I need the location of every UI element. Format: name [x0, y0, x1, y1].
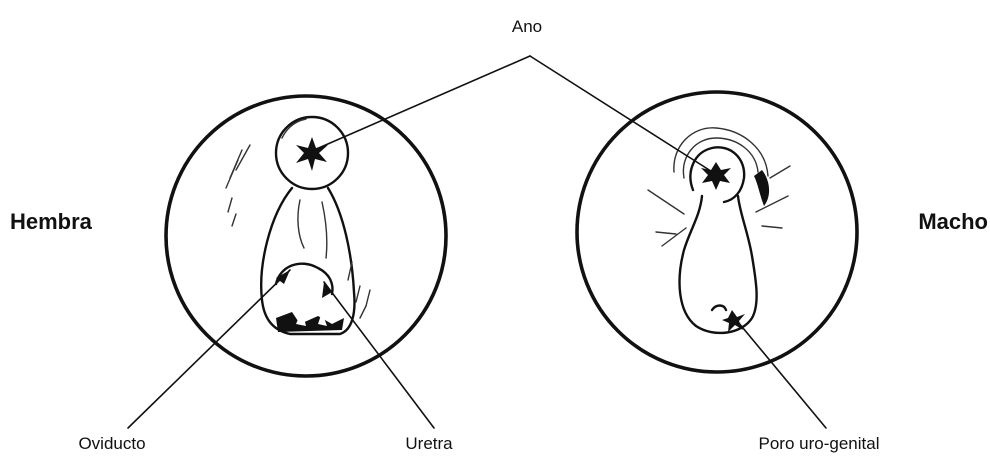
male-body — [680, 196, 757, 333]
label-hembra: Hembra — [10, 209, 93, 234]
label-uretra: Uretra — [405, 434, 453, 453]
female-body — [261, 188, 354, 334]
male-anus-mark — [701, 162, 731, 190]
female-shading — [226, 145, 370, 318]
female-anus-mark — [296, 137, 328, 171]
label-poro: Poro uro-genital — [759, 434, 880, 453]
male-diagram — [577, 92, 857, 372]
female-anus — [276, 117, 348, 189]
label-macho: Macho — [918, 209, 988, 234]
oviducto-leader — [128, 270, 290, 428]
female-diagram — [166, 96, 446, 376]
uretra-leader — [324, 282, 434, 428]
male-outline-circle — [577, 92, 857, 372]
label-oviducto: Oviducto — [78, 434, 145, 453]
ano-leader-right — [530, 56, 714, 173]
poro-leader — [738, 322, 826, 428]
male-anus — [674, 128, 769, 206]
label-ano: Ano — [512, 17, 542, 36]
